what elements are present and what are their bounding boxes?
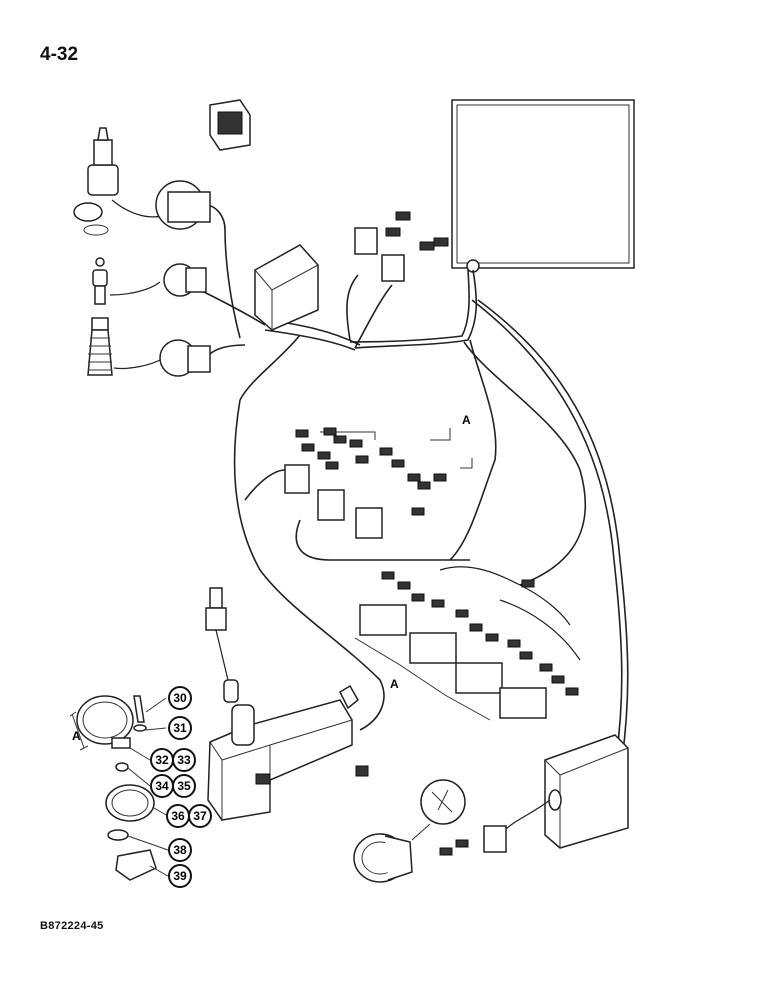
svg-text:39: 39: [173, 869, 187, 883]
boot-plug: [87, 317, 211, 377]
middle-connectors: [233, 399, 473, 731]
svg-text:38: 38: [173, 843, 187, 857]
callout-32: 32: [150, 748, 174, 772]
svg-text:36: 36: [171, 809, 185, 823]
svg-text:34: 34: [155, 779, 169, 793]
ignition-switch: [73, 127, 211, 236]
control-panel-box: [451, 99, 635, 273]
junction-box: [254, 244, 319, 331]
drawing-code: B872224-45: [40, 920, 104, 932]
callout-36: 36: [166, 804, 190, 828]
control-module: [483, 734, 629, 853]
callout-39: 39: [168, 864, 192, 888]
svg-text:30: 30: [173, 691, 187, 705]
callout-30: 30: [168, 686, 192, 710]
connector-blocks-right: [354, 566, 581, 721]
clamp-hardware: [69, 695, 157, 881]
svg-text:31: 31: [173, 721, 187, 735]
callout-33: 33: [172, 748, 196, 772]
hour-meter-gauge: [353, 779, 469, 883]
svg-text:35: 35: [177, 779, 191, 793]
page-number: 4-32: [40, 44, 79, 65]
callout-34: 34: [150, 774, 174, 798]
svg-text:32: 32: [155, 753, 169, 767]
section-labels: A A A: [72, 413, 471, 743]
svg-text:33: 33: [177, 753, 191, 767]
section-label-a-top: A: [462, 413, 471, 427]
callout-38: 38: [168, 838, 192, 862]
callout-leaders: [127, 697, 169, 877]
section-label-a-bottom: A: [390, 677, 399, 691]
terminal-pins-right: [381, 571, 579, 696]
svg-text:37: 37: [193, 809, 207, 823]
terminal-pins-middle: [295, 427, 447, 516]
joystick-assembly: [205, 587, 369, 821]
callout-31: 31: [168, 716, 192, 740]
section-label-a-clamp: A: [72, 729, 81, 743]
main-harness: [199, 204, 629, 761]
callout-37: 37: [188, 804, 212, 828]
relay: [209, 99, 251, 151]
callout-35: 35: [172, 774, 196, 798]
top-connectors: [354, 211, 449, 282]
push-button: [92, 257, 207, 305]
